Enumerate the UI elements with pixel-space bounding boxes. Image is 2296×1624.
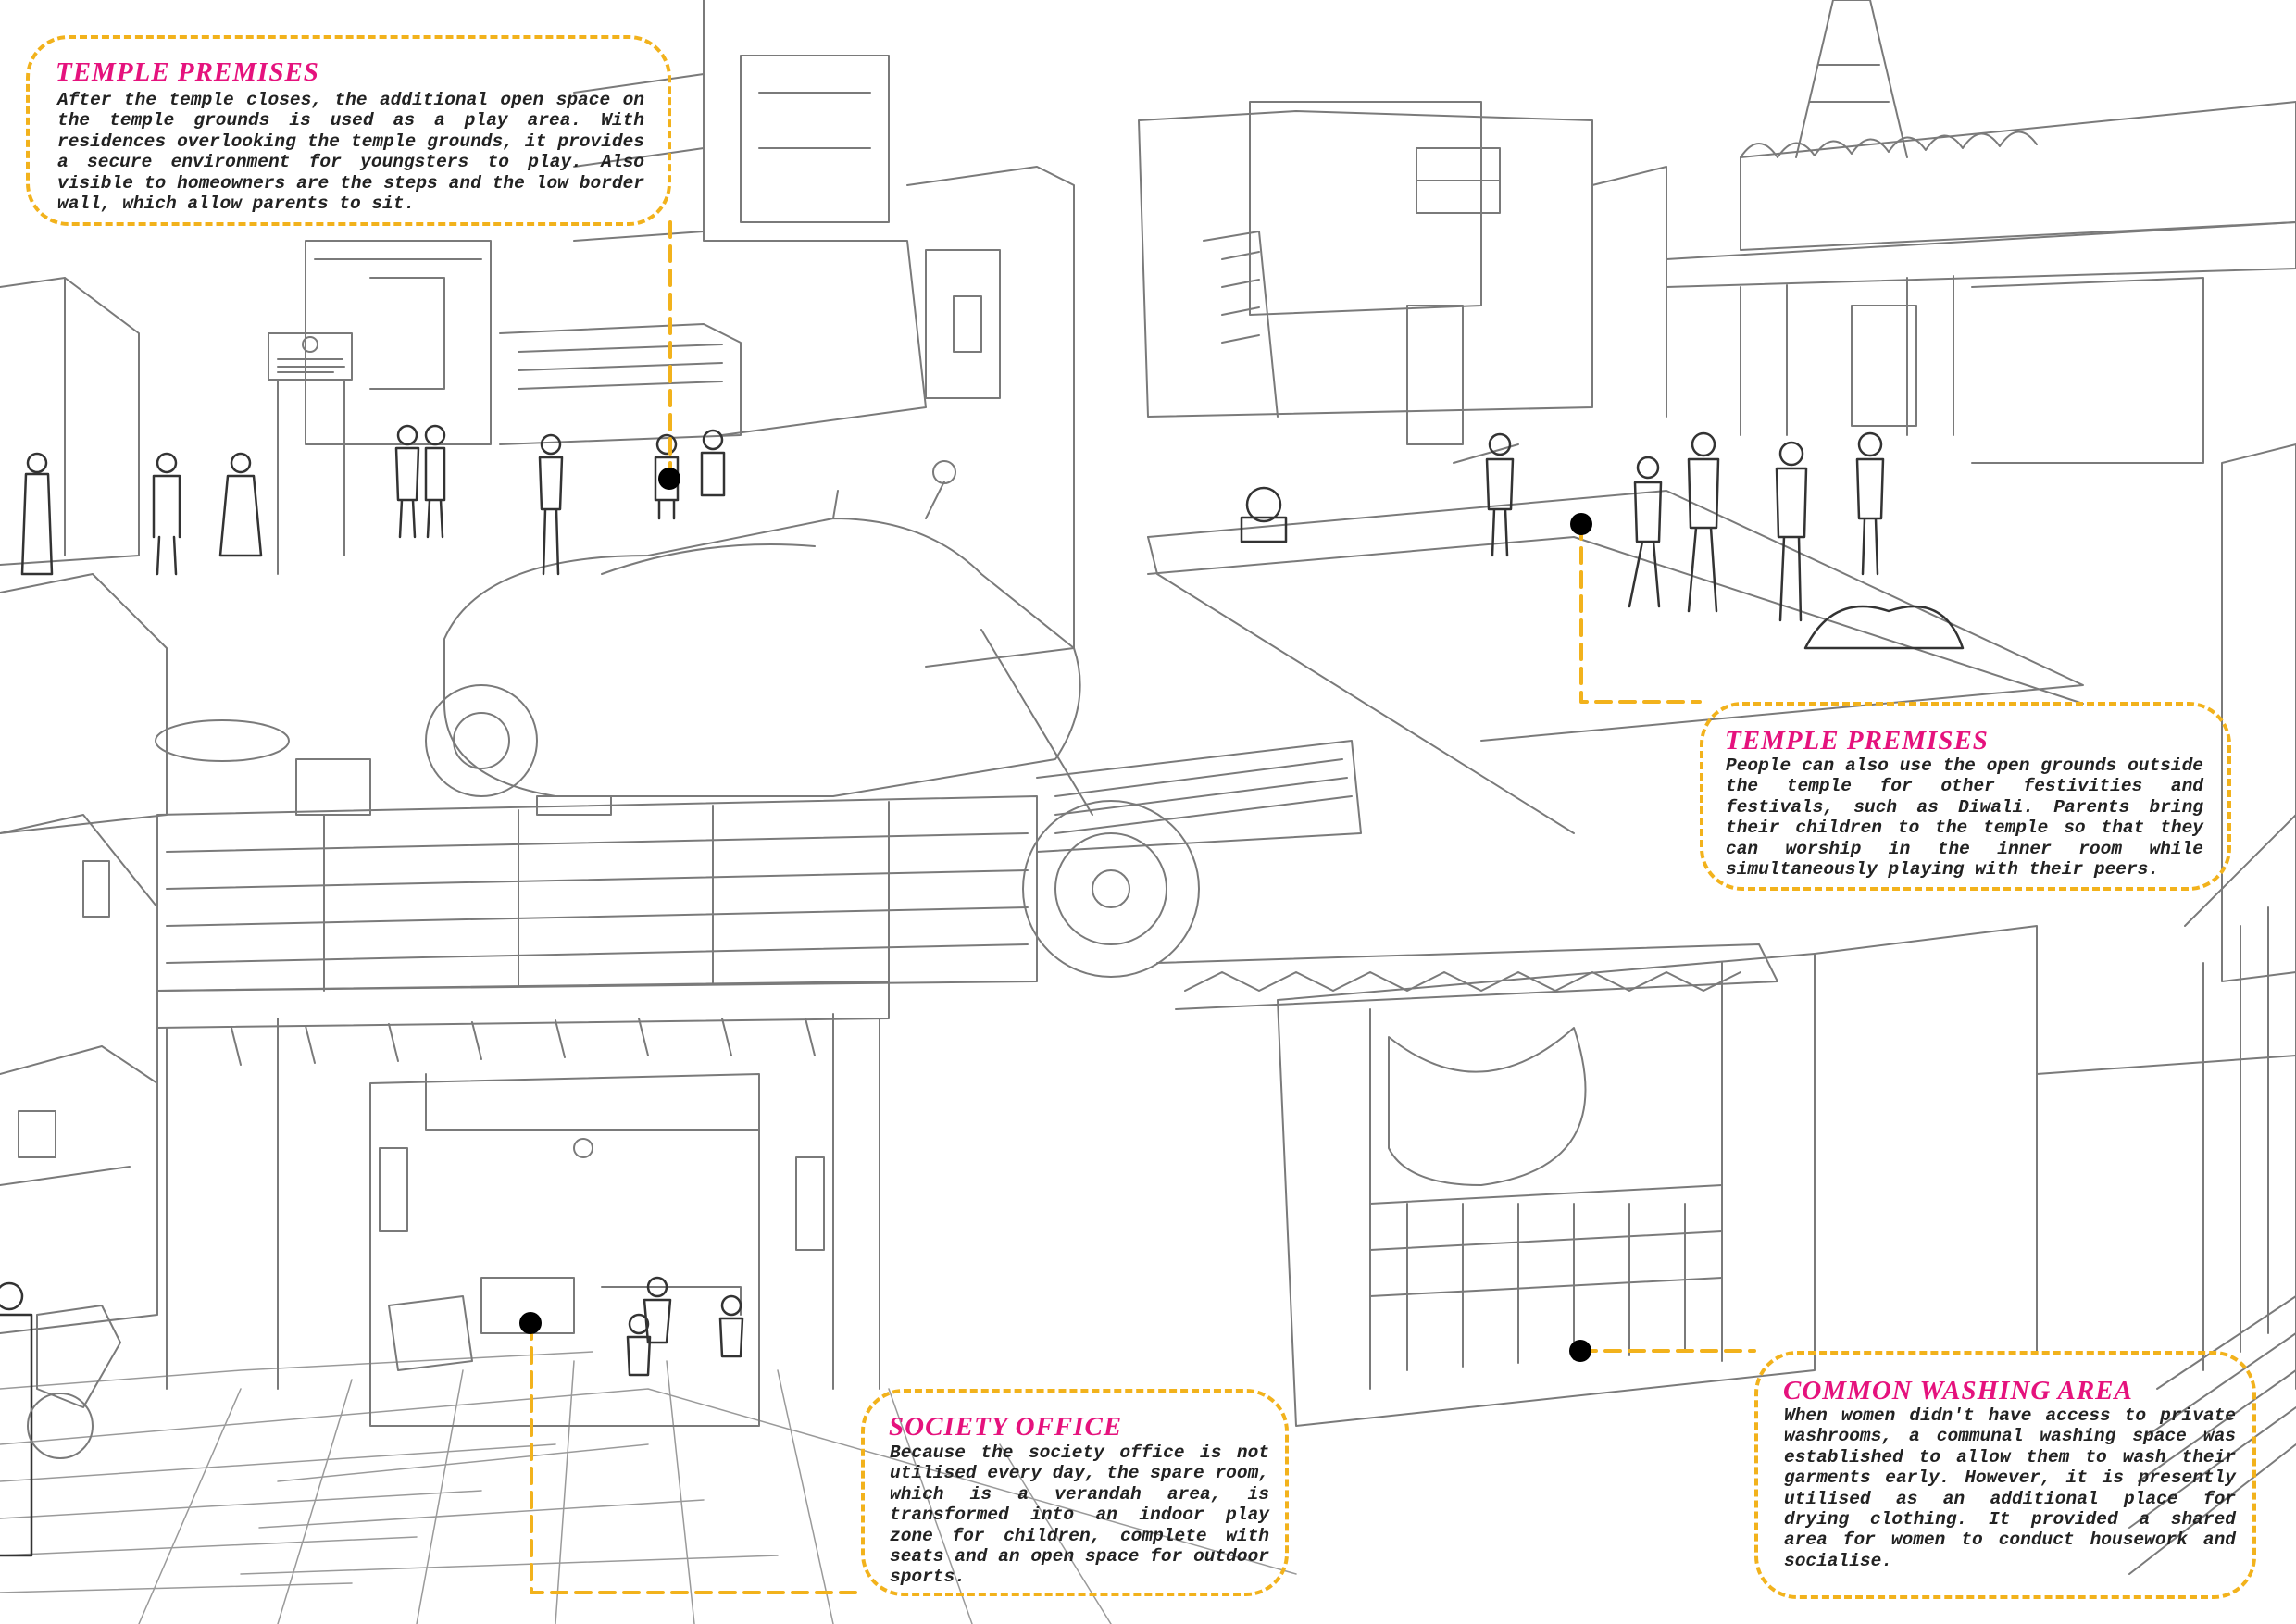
paved-ground xyxy=(0,1351,1297,1624)
central-buildings xyxy=(305,0,1075,668)
bottom-left-motorcycle xyxy=(27,1305,121,1459)
society-office-building xyxy=(156,981,890,1427)
washing-area-structure xyxy=(1277,925,2296,1427)
callout-leader-lines xyxy=(530,213,1756,1594)
marker-common-washing-area xyxy=(1569,1340,1591,1362)
right-upper-buildings xyxy=(1138,101,1667,464)
callout-title-temple-premises-top: TEMPLE PREMISES xyxy=(56,57,319,87)
callout-temple-premises-top xyxy=(26,35,671,226)
callout-common-washing-area xyxy=(1754,1351,2256,1599)
manhole-cover xyxy=(155,719,290,762)
callout-body-common-washing-area: When women didn't have access to private… xyxy=(1784,1405,2236,1571)
callout-body-society-office: Because the society office is not utilis… xyxy=(890,1443,1269,1588)
temple-structure xyxy=(1666,0,2296,982)
marker-temple-premises-1 xyxy=(658,468,680,490)
callout-title-temple-premises-right: TEMPLE PREMISES xyxy=(1725,726,1989,756)
callout-title-common-washing-area: COMMON WASHING AREA xyxy=(1783,1376,2133,1405)
location-markers xyxy=(519,468,1592,1362)
balcony-railing xyxy=(156,758,1038,992)
roof-slab xyxy=(1036,740,1778,1010)
marker-temple-premises-2 xyxy=(1570,513,1592,535)
callout-title-society-office: SOCIETY OFFICE xyxy=(889,1412,1123,1442)
callout-body-temple-premises-right: People can also use the open grounds out… xyxy=(1726,756,2203,881)
parked-motorcycles xyxy=(425,460,1200,978)
marker-society-office xyxy=(519,1312,542,1334)
callout-temple-premises-right xyxy=(1700,702,2231,891)
callout-society-office xyxy=(861,1389,1289,1596)
callout-body-temple-premises-top: After the temple closes, the additional … xyxy=(57,90,644,215)
left-houses xyxy=(0,277,168,1334)
right-staircase xyxy=(2128,814,2296,1575)
people-figures xyxy=(0,424,1965,1557)
temple-signboard xyxy=(268,332,353,575)
